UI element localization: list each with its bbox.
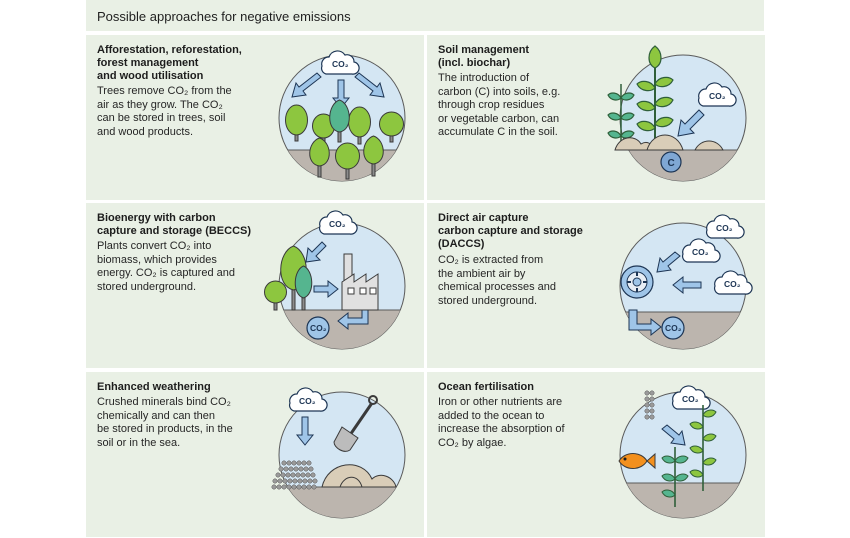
cloud-icon: CO₂ <box>318 210 358 235</box>
svg-text:CO₂: CO₂ <box>724 279 741 289</box>
cloud-icon: CO₂ <box>671 385 711 410</box>
cloud-icon: CO₂ <box>288 387 328 412</box>
card-description: Crushed minerals bind CO₂ chemically and… <box>97 396 233 449</box>
card-enhanced-weathering: Enhanced weathering Crushed minerals bin… <box>86 372 424 537</box>
card-title: Soil management (incl. biochar) <box>438 44 530 70</box>
page-title: Possible approaches for negative emissio… <box>97 9 351 24</box>
daccs-illustration: CO₂ CO₂ CO₂ CO₂ <box>603 206 763 366</box>
factory-icon <box>341 253 379 311</box>
svg-text:CO₂: CO₂ <box>329 219 346 229</box>
enhanced-weathering-illustration: CO₂ <box>262 375 422 535</box>
arrow-icon <box>628 251 702 337</box>
svg-text:C: C <box>668 158 675 169</box>
tree-icon <box>264 245 313 311</box>
card-soil-management: Soil management (incl. biochar) The intr… <box>427 35 765 200</box>
afforestation-illustration: CO₂ <box>262 38 422 198</box>
cloud-icon: CO₂ <box>681 238 721 263</box>
svg-text:CO₂: CO₂ <box>692 247 709 257</box>
svg-text:CO₂: CO₂ <box>299 396 316 406</box>
card-ocean-fertilisation: Ocean fertilisation Iron or other nutrie… <box>427 372 765 537</box>
svg-text:CO₂: CO₂ <box>310 323 327 333</box>
card-title: Direct air capture carbon capture and st… <box>438 212 583 251</box>
card-title: Afforestation, reforestation, forest man… <box>97 44 242 83</box>
svg-text:CO₂: CO₂ <box>682 394 699 404</box>
soil-management-illustration: CO₂ C <box>603 38 763 198</box>
card-title: Bioenergy with carbon capture and storag… <box>97 212 252 238</box>
cloud-icon: CO₂ <box>705 214 745 239</box>
card-description: Plants convert CO₂ into biomass, which p… <box>97 240 235 293</box>
fan-icon <box>620 265 654 299</box>
svg-text:CO₂: CO₂ <box>709 91 726 101</box>
tree-icon <box>285 99 404 180</box>
arrow-icon <box>661 424 686 446</box>
card-title: Enhanced weathering <box>97 381 211 393</box>
card-description: The introduction of carbon (C) into soil… <box>438 72 561 139</box>
header-banner: Possible approaches for negative emissio… <box>86 0 764 31</box>
co2-storage-icon: CO₂ <box>306 316 330 340</box>
cloud-icon: CO₂ <box>320 50 360 75</box>
fish-icon <box>618 452 656 470</box>
beccs-illustration: CO₂ <box>262 206 422 366</box>
plant-icon <box>607 45 674 148</box>
card-description: Trees remove CO₂ from the air as they gr… <box>97 85 232 138</box>
ocean-fertilisation-illustration: CO₂ <box>603 375 763 535</box>
card-description: Iron or other nutrients are added to the… <box>438 396 565 449</box>
card-title: Ocean fertilisation <box>438 381 534 393</box>
card-daccs: Direct air capture carbon capture and st… <box>427 203 765 368</box>
svg-text:CO₂: CO₂ <box>716 223 733 233</box>
nutrients-icon <box>644 390 655 420</box>
arrow-icon <box>291 72 385 109</box>
rock-mound-icon <box>321 464 397 488</box>
co2-storage-icon: CO₂ <box>661 316 685 340</box>
card-beccs: Bioenergy with carbon capture and storag… <box>86 203 424 368</box>
card-afforestation: Afforestation, reforestation, forest man… <box>86 35 424 200</box>
arrow-icon <box>295 416 315 446</box>
arrow-icon <box>305 241 369 331</box>
card-description: CO₂ is extracted from the ambient air by… <box>438 254 557 307</box>
shovel-icon <box>333 395 378 452</box>
carbon-icon: C <box>660 151 682 173</box>
crushed-minerals-icon <box>271 460 318 490</box>
cloud-icon: CO₂ <box>697 82 737 107</box>
svg-text:CO₂: CO₂ <box>332 59 349 69</box>
soil-mound-icon <box>614 134 724 151</box>
algae-icon <box>661 405 717 507</box>
cloud-icon: CO₂ <box>713 270 753 295</box>
arrow-icon <box>677 109 705 137</box>
svg-text:CO₂: CO₂ <box>665 323 682 333</box>
